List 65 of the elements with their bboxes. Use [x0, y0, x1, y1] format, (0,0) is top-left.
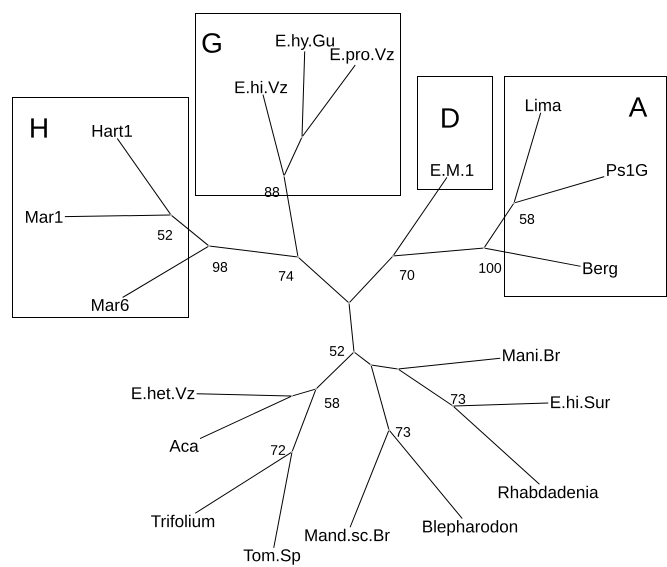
branch: [210, 246, 298, 258]
branch: [122, 246, 209, 298]
branch: [298, 257, 349, 303]
taxon-label: Hart1: [92, 125, 132, 137]
bootstrap-value: 98: [212, 262, 228, 272]
bootstrap-value: 58: [324, 398, 340, 408]
bootstrap-value: 100: [479, 263, 502, 273]
taxon-label: Mar1: [26, 211, 63, 223]
branch: [370, 366, 390, 430]
branch: [64, 214, 170, 218]
taxon-label: Ps1G: [607, 164, 647, 176]
branch: [302, 50, 306, 136]
branch: [372, 364, 398, 370]
branch: [453, 406, 540, 485]
bootstrap-value: 52: [330, 346, 344, 356]
branch: [348, 304, 354, 352]
branch: [398, 358, 501, 370]
taxon-label: Mand.sc.Br: [305, 528, 390, 542]
branch: [484, 248, 582, 267]
taxon-label: Rhabdadenia: [498, 486, 599, 498]
bootstrap-value: 73: [450, 394, 466, 404]
taxon-label: Aca: [169, 440, 199, 452]
bootstrap-value: 58: [520, 214, 534, 224]
taxon-label: Lima: [526, 98, 562, 112]
taxon-label: Tom.Sp: [244, 549, 300, 565]
branch: [393, 176, 448, 256]
taxon-label: E.pro.Vz: [330, 48, 394, 64]
bootstrap-value: 52: [158, 230, 172, 240]
branch: [302, 64, 356, 137]
bootstrap-value: 74: [278, 271, 294, 281]
taxon-label: E.hi.Sur: [551, 396, 610, 408]
branch: [398, 369, 453, 406]
branch: [284, 176, 298, 256]
branch: [196, 393, 292, 396]
branch: [394, 248, 484, 256]
taxon-label: Mar6: [92, 298, 129, 312]
taxon-label: Berg: [583, 262, 617, 278]
branch: [292, 388, 316, 396]
taxon-label: E.het.Vz: [132, 386, 194, 400]
branch: [484, 203, 514, 248]
branch: [194, 452, 292, 514]
branch: [350, 430, 390, 528]
bootstrap-value: 73: [396, 427, 410, 437]
bootstrap-value: 70: [400, 270, 414, 280]
branch: [116, 138, 171, 215]
branch: [292, 390, 316, 452]
branch: [284, 138, 302, 176]
branch: [262, 94, 284, 176]
branch: [454, 402, 549, 406]
branch: [349, 256, 393, 303]
taxon-label: Trifolium: [151, 514, 214, 528]
taxon-label: E.hi.Vz: [235, 80, 288, 94]
branch: [514, 176, 605, 204]
branch: [171, 215, 209, 246]
branch: [273, 452, 292, 548]
taxon-label: Blepharodon: [423, 520, 518, 536]
taxon-label: Mani.Br: [503, 348, 560, 362]
branch: [200, 396, 292, 440]
branch: [389, 430, 463, 520]
bootstrap-value: 72: [270, 445, 286, 455]
branch: [354, 352, 371, 365]
taxon-label: E.M.1: [431, 164, 474, 176]
branch: [514, 112, 542, 202]
taxon-label: E.hy.Gu: [276, 34, 334, 50]
branch: [316, 352, 354, 389]
